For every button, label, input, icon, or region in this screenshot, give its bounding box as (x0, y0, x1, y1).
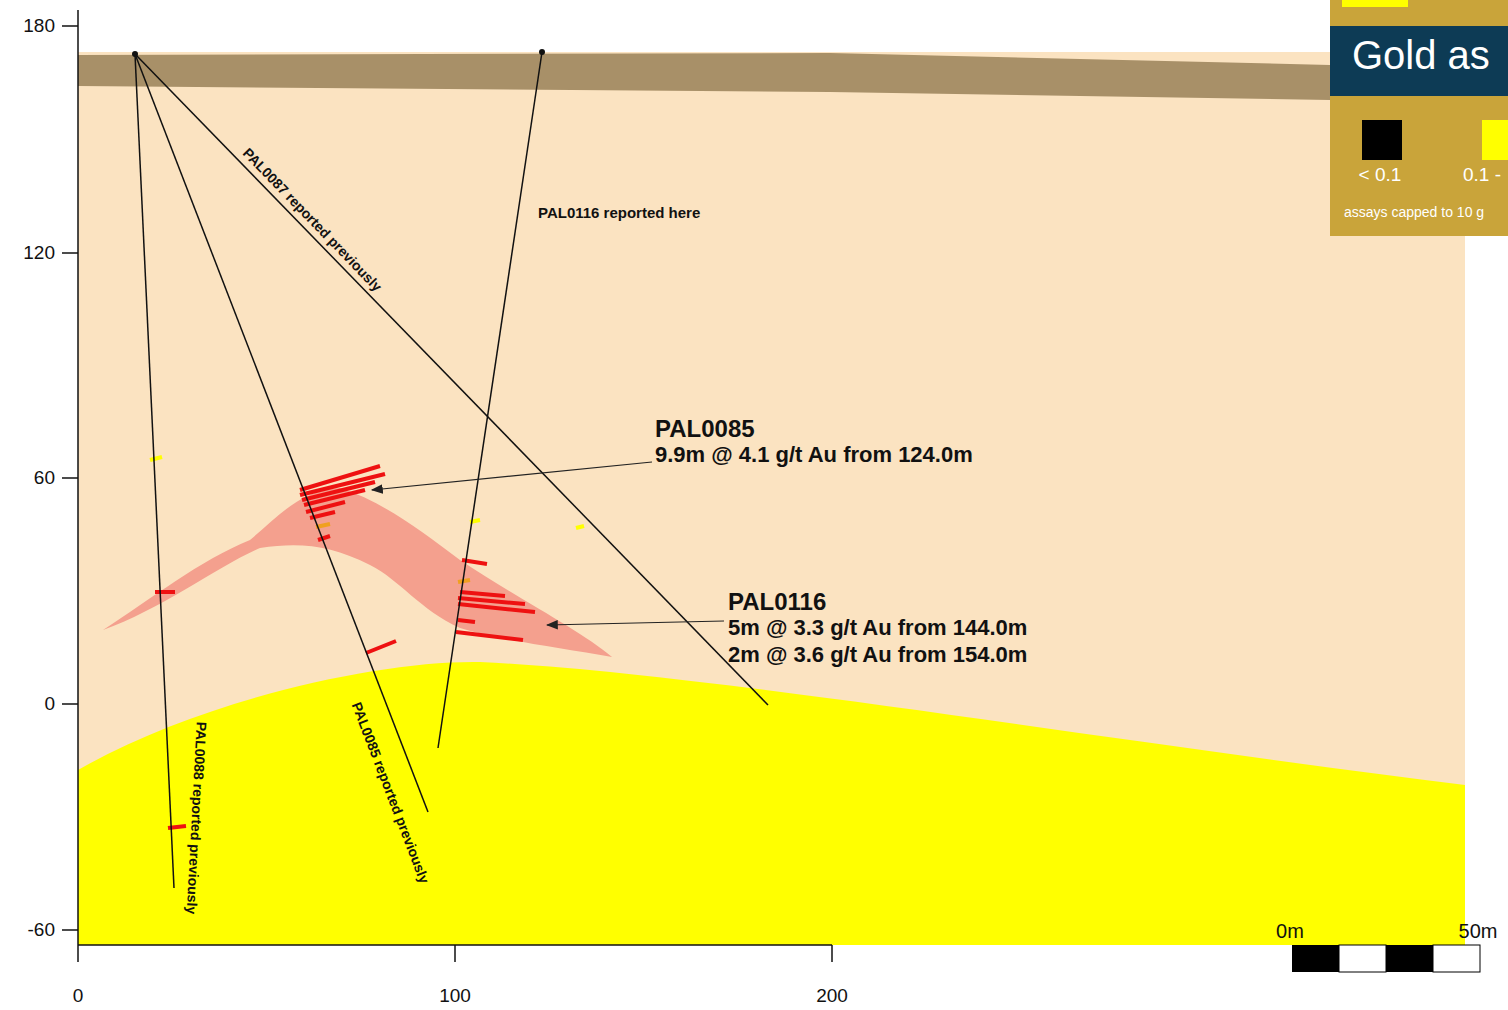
hole-label: PAL0116 reported here (538, 205, 700, 222)
axis-tick: 0 (73, 986, 84, 1007)
axis-tick: 60 (34, 468, 55, 489)
callout-title: PAL0085 (655, 416, 755, 442)
intercept-text: 5m @ 3.3 g/t Au from 144.0m (728, 616, 1027, 640)
intercept-text: 9.9m @ 4.1 g/t Au from 124.0m (655, 443, 973, 467)
axis-tick: -60 (28, 920, 55, 941)
scale-label: 0m (1276, 920, 1304, 942)
axis-tick: 120 (23, 243, 55, 264)
legend-text: 0.1 - (1463, 165, 1501, 186)
callout-title: PAL0116 (728, 589, 826, 615)
legend-swatch (1482, 120, 1508, 160)
scale-label: 50m (1459, 920, 1498, 942)
axis-tick: 180 (23, 16, 55, 37)
legend-text: < 0.1 (1359, 165, 1402, 186)
legend-note: assays capped to 10 g (1344, 205, 1484, 220)
intercept-text: 2m @ 3.6 g/t Au from 154.0m (728, 643, 1027, 667)
legend-heading: Gold as (1352, 33, 1490, 77)
legend-swatch (1362, 120, 1402, 160)
axis-tick: 200 (816, 986, 848, 1007)
axis-tick: 0 (44, 694, 55, 715)
axis-tick: 100 (439, 986, 471, 1007)
